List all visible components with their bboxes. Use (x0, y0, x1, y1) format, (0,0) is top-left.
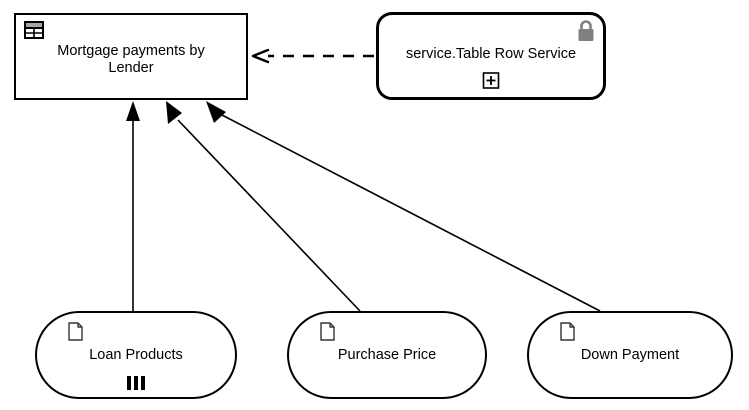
bars-icon (127, 376, 145, 390)
document-icon (560, 322, 575, 341)
node-label: Down Payment (580, 346, 680, 363)
document-icon (68, 322, 83, 341)
lock-icon (578, 20, 594, 41)
edge-loan-products-to-table (126, 101, 140, 311)
node-purchase-price[interactable]: Purchase Price (287, 311, 487, 399)
node-label: service.Table Row Service (405, 45, 577, 62)
edge-purchase-price-to-table (166, 101, 361, 312)
document-icon (320, 322, 335, 341)
table-icon (24, 21, 44, 39)
node-label: Purchase Price (337, 346, 437, 363)
node-service-table-row-service[interactable]: service.Table Row Service (376, 12, 606, 100)
edge-service-to-table (251, 48, 374, 64)
plus-icon[interactable] (482, 72, 500, 89)
node-label: Loan Products (89, 346, 183, 363)
edge-down-payment-to-table (206, 101, 601, 312)
node-mortgage-payments-by-lender[interactable]: Mortgage payments by Lender (14, 13, 248, 100)
node-down-payment[interactable]: Down Payment (527, 311, 733, 399)
node-label: Mortgage payments by Lender (57, 42, 205, 76)
node-loan-products[interactable]: Loan Products (35, 311, 237, 399)
